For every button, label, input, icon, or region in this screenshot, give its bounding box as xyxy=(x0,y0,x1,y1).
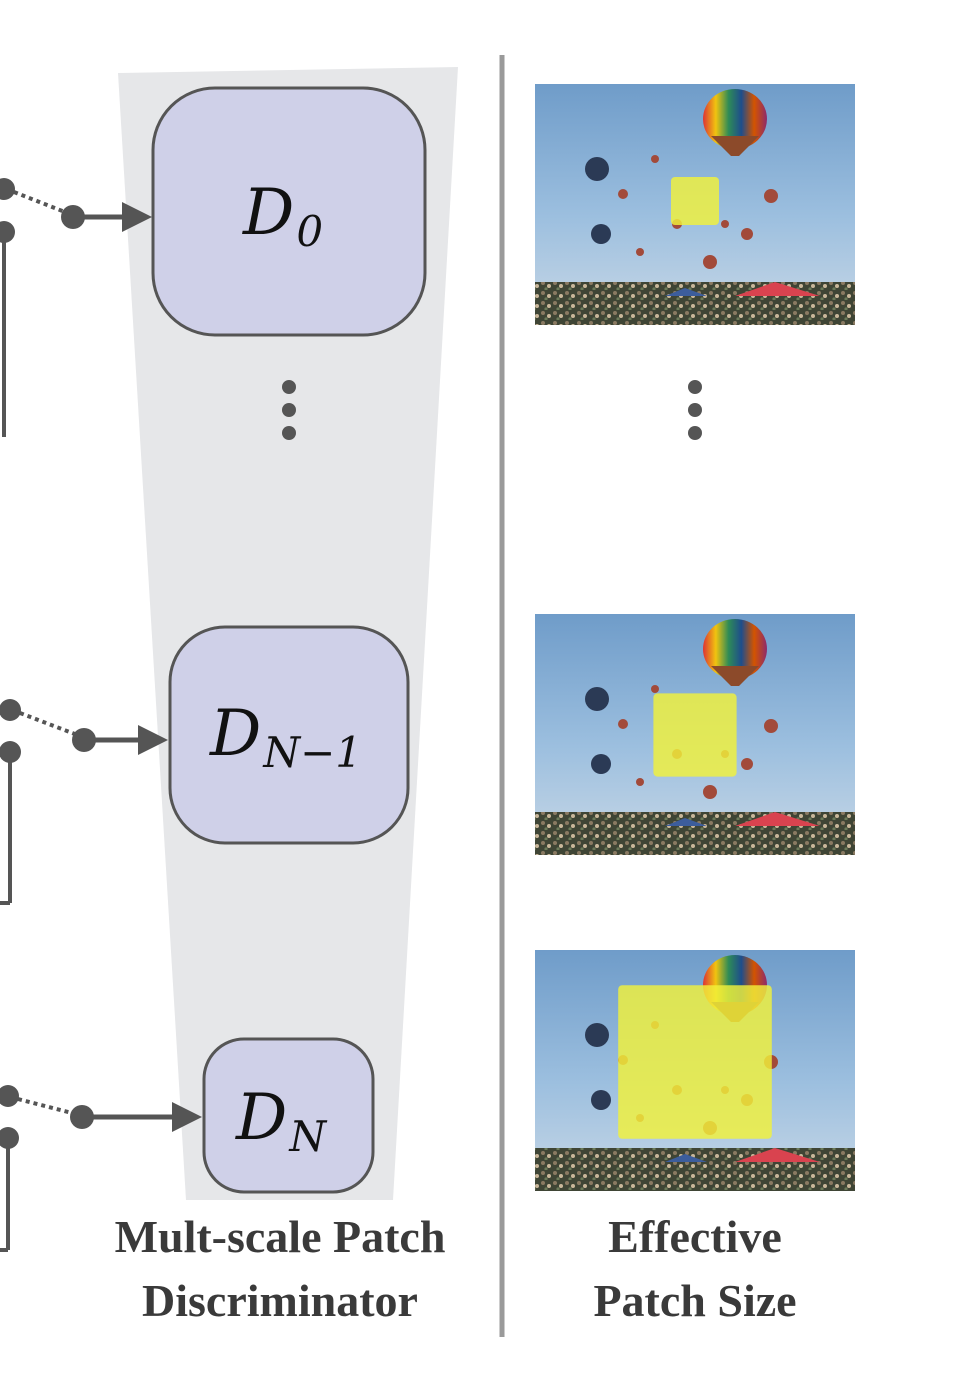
balloon-small xyxy=(741,758,753,770)
caption-left-line1: Mult-scale Patch xyxy=(114,1211,446,1262)
balloon-large xyxy=(703,89,767,149)
balloon-small xyxy=(585,687,609,711)
photo-crowd xyxy=(535,282,855,325)
balloon-small xyxy=(651,155,659,163)
discriminator-box-d0 xyxy=(151,86,427,337)
balloon-small xyxy=(721,220,729,228)
balloon-small xyxy=(591,754,611,774)
ellipsis-left xyxy=(282,380,296,440)
photo-tent xyxy=(665,1154,707,1162)
balloon-small xyxy=(741,228,753,240)
balloon-large-basket xyxy=(711,666,759,686)
patch-highlight xyxy=(671,177,719,225)
balloon-small xyxy=(703,785,717,799)
row-dn-connector xyxy=(0,1085,202,1252)
patch-highlight xyxy=(618,985,772,1139)
balloon-small xyxy=(591,224,611,244)
row-dn1-connector xyxy=(0,699,168,905)
balloon-small xyxy=(764,719,778,733)
photo-tent xyxy=(735,282,820,296)
effective-patch-panel xyxy=(535,950,855,1191)
balloon-large-basket xyxy=(711,136,759,156)
balloon-small xyxy=(585,1023,609,1047)
ellipsis-right xyxy=(688,380,702,440)
balloon-small xyxy=(618,189,628,199)
balloon-small xyxy=(585,157,609,181)
effective-patch-panel xyxy=(535,84,855,325)
caption-effective-patch-size: Effective Patch Size xyxy=(540,1205,850,1333)
patch-highlight xyxy=(653,693,737,777)
caption-right-line2: Patch Size xyxy=(593,1275,797,1326)
discriminator-box-dn xyxy=(202,1037,375,1194)
photo-tent xyxy=(735,1148,820,1162)
balloon-small xyxy=(651,685,659,693)
row-d0-connector xyxy=(0,178,152,437)
balloon-small xyxy=(591,1090,611,1110)
photo-crowd xyxy=(535,812,855,855)
photo-crowd xyxy=(535,1148,855,1191)
caption-right-line1: Effective xyxy=(608,1211,782,1262)
discriminator-box-dn1 xyxy=(168,625,410,845)
effective-patch-panel xyxy=(535,614,855,855)
photo-tent xyxy=(665,818,707,826)
balloon-small xyxy=(636,248,644,256)
balloon-small xyxy=(703,255,717,269)
caption-multiscale-discriminator: Mult-scale Patch Discriminator xyxy=(60,1205,500,1333)
balloon-small xyxy=(636,778,644,786)
balloon-small xyxy=(618,719,628,729)
discriminator-label-dn1: DN−1 xyxy=(209,697,362,777)
photo-tent xyxy=(735,812,820,826)
balloon-large xyxy=(703,619,767,679)
discriminator-label-dn: DN xyxy=(235,1081,327,1161)
discriminator-label-d0: D0 xyxy=(242,176,323,256)
photo-tent xyxy=(665,288,707,296)
caption-left-line2: Discriminator xyxy=(142,1275,418,1326)
balloon-small xyxy=(764,189,778,203)
